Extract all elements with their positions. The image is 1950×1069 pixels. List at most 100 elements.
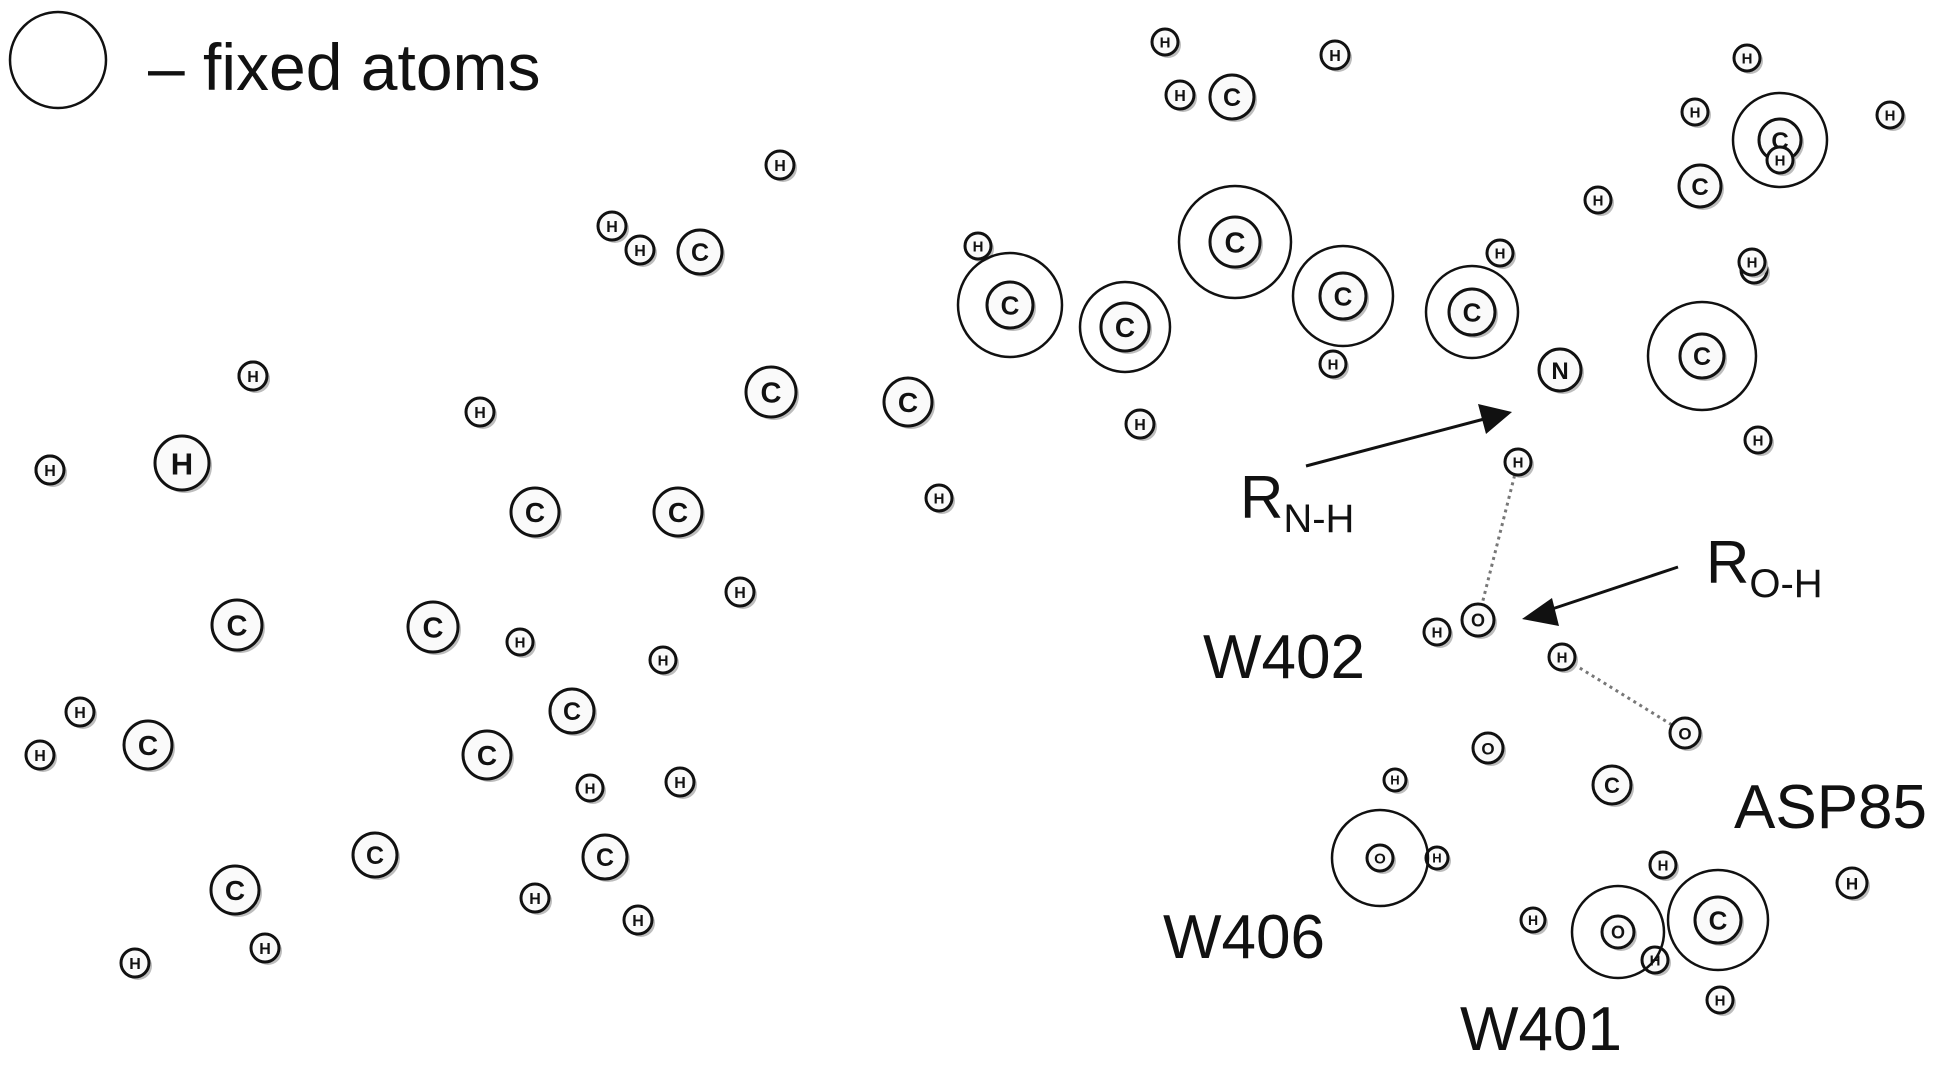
atom-h: H bbox=[64, 696, 97, 729]
atom-c: C bbox=[210, 598, 265, 653]
fixed-atom-rings-layer bbox=[956, 91, 1829, 980]
atom-symbol: H bbox=[1747, 254, 1758, 271]
atom-symbol: H bbox=[1513, 454, 1524, 471]
hydrogen-bonds-layer bbox=[1476, 461, 1686, 735]
atom-c: C bbox=[1099, 301, 1152, 354]
atom-symbol: H bbox=[129, 956, 141, 973]
atom-symbol: H bbox=[606, 219, 618, 236]
r-oh-arrow-shaft bbox=[1542, 565, 1679, 614]
atom-symbol: H bbox=[1160, 34, 1171, 51]
bond bbox=[905, 243, 981, 405]
bond bbox=[372, 852, 641, 923]
atom-c: C bbox=[1678, 332, 1727, 381]
atom-symbol: C bbox=[1223, 84, 1241, 112]
atom-h: H bbox=[1124, 408, 1157, 441]
atom-h: H bbox=[1732, 43, 1763, 74]
atom-h: H bbox=[764, 149, 797, 182]
atom-h: H bbox=[153, 434, 212, 493]
atom-symbol: C bbox=[1691, 174, 1708, 201]
fixed-atom-ring bbox=[1731, 91, 1829, 189]
atom-symbol: C bbox=[1709, 906, 1728, 936]
r-nh-label-main: R bbox=[1240, 464, 1283, 531]
atom-symbol: H bbox=[1775, 152, 1786, 169]
atom-symbol: C bbox=[227, 611, 248, 643]
atom-h: H bbox=[1319, 39, 1352, 72]
atom-symbol: H bbox=[515, 634, 526, 651]
atom-h: H bbox=[519, 882, 552, 915]
atom-symbol: H bbox=[1593, 192, 1604, 209]
atom-h: H bbox=[624, 234, 657, 267]
atom-symbol: C bbox=[525, 497, 545, 528]
atom-h: H bbox=[505, 627, 536, 658]
atom-h: H bbox=[1648, 850, 1679, 881]
bonds-layer bbox=[37, 39, 1893, 1003]
legend-ring-icon bbox=[8, 10, 108, 110]
fixed-atom-ring bbox=[1646, 300, 1758, 412]
atom-symbol: C bbox=[1001, 291, 1020, 321]
atom-symbol: O bbox=[1678, 724, 1691, 743]
r-oh-arrowhead-icon bbox=[1522, 598, 1559, 626]
bond bbox=[1557, 353, 1705, 373]
atom-symbol: H bbox=[34, 748, 46, 765]
atom-symbol: C bbox=[1115, 312, 1135, 343]
atom-c: C bbox=[985, 280, 1036, 331]
w401-label: W401 bbox=[1460, 995, 1622, 1064]
atom-h: H bbox=[1743, 425, 1774, 456]
atom-symbol: H bbox=[1846, 874, 1858, 893]
atom-h: H bbox=[575, 773, 606, 804]
atom-symbol: C bbox=[563, 698, 581, 726]
atom-h: H bbox=[724, 576, 757, 609]
atom-h: H bbox=[237, 360, 270, 393]
atom-c: C bbox=[509, 486, 562, 539]
atom-symbol: H bbox=[1742, 50, 1753, 67]
atom-c: C bbox=[1693, 895, 1744, 946]
r-nh-arrow-shaft bbox=[1305, 416, 1489, 468]
atom-h: H bbox=[1705, 985, 1736, 1016]
atom-symbol: C bbox=[668, 497, 688, 528]
atom-n: N bbox=[1537, 347, 1584, 394]
atom-symbol: H bbox=[658, 652, 669, 669]
atom-symbol: H bbox=[1528, 912, 1538, 928]
atom-symbol: H bbox=[259, 941, 271, 958]
atom-symbol: H bbox=[634, 243, 646, 260]
atom-c: C bbox=[581, 833, 630, 882]
atom-c: C bbox=[209, 864, 262, 917]
atom-symbol: C bbox=[366, 842, 384, 870]
atom-symbol: C bbox=[423, 613, 444, 645]
atom-h: H bbox=[1519, 906, 1548, 935]
atom-c: C bbox=[1677, 163, 1724, 210]
atom-h: H bbox=[464, 396, 497, 429]
r-oh-annotation: RO-H bbox=[1522, 529, 1823, 626]
atom-h: H bbox=[1547, 642, 1578, 673]
fixed-atom-ring bbox=[1666, 868, 1770, 972]
atom-symbol: H bbox=[1753, 432, 1764, 449]
atom-h: H bbox=[1150, 27, 1181, 58]
atom-symbol: H bbox=[973, 238, 984, 255]
atom-h: H bbox=[24, 739, 57, 772]
fixed-atom-ring bbox=[1570, 884, 1666, 980]
atom-h: H bbox=[1382, 767, 1409, 794]
fixed-atom-ring bbox=[956, 251, 1064, 359]
atom-symbol: C bbox=[225, 875, 245, 906]
atom-o: O bbox=[1460, 602, 1497, 639]
atom-symbol: H bbox=[1174, 88, 1186, 105]
atom-symbol: N bbox=[1551, 358, 1568, 385]
atom-symbol: H bbox=[529, 891, 541, 908]
atom-symbol: C bbox=[1225, 228, 1246, 260]
atom-symbol: H bbox=[734, 585, 746, 602]
atom-symbol: C bbox=[1334, 282, 1353, 312]
bond bbox=[1483, 740, 1617, 793]
atom-symbol: H bbox=[1328, 356, 1339, 373]
r-nh-label: RN-H bbox=[1240, 464, 1354, 541]
atom-h: H bbox=[249, 932, 282, 965]
atom-h: H bbox=[924, 483, 955, 514]
atom-symbol: C bbox=[138, 730, 158, 761]
atom-h: H bbox=[1680, 97, 1711, 128]
fixed-atom-ring bbox=[1424, 264, 1520, 360]
atom-c: C bbox=[1318, 271, 1369, 322]
atom-h: H bbox=[1737, 247, 1768, 278]
atom-h: H bbox=[1583, 185, 1614, 216]
atom-symbol: C bbox=[691, 239, 709, 267]
atom-h: H bbox=[648, 645, 679, 676]
